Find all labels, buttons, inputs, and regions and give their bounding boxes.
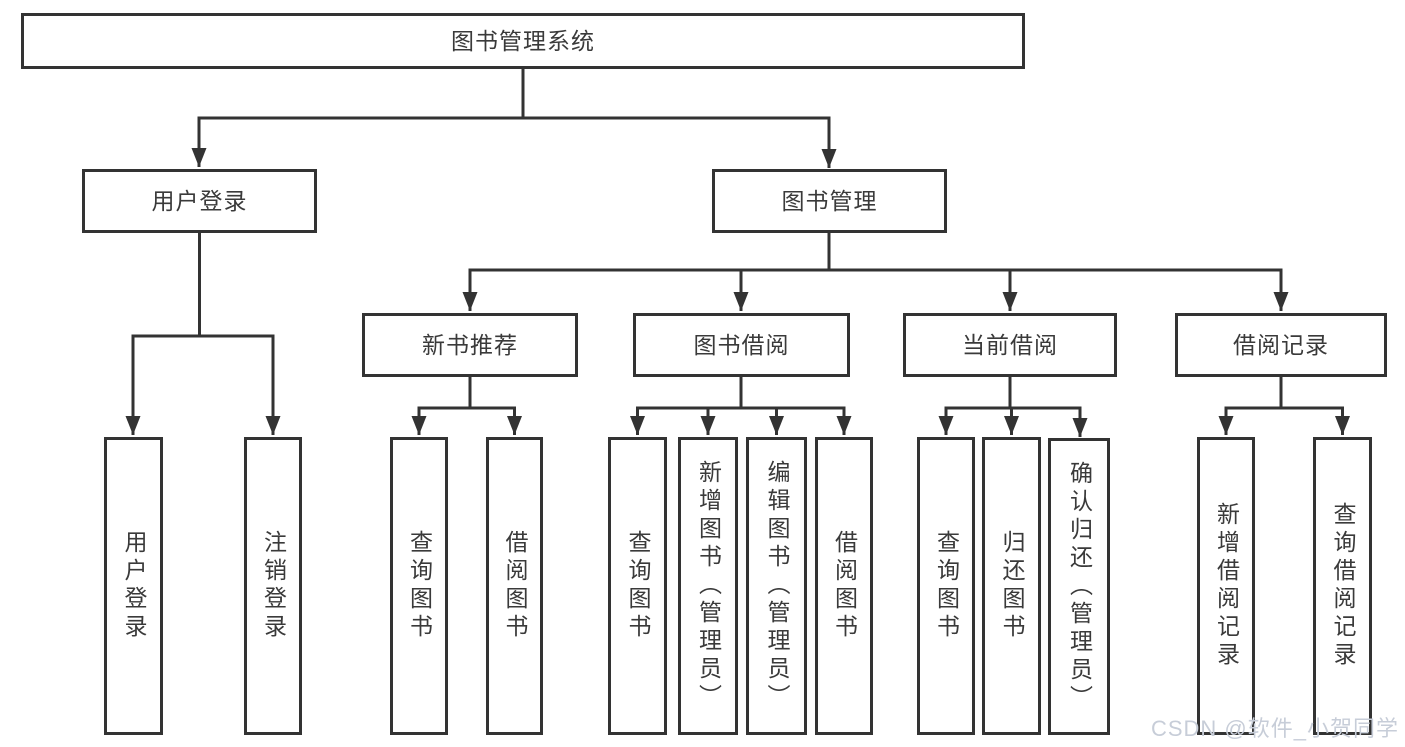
node-leaf-logout: 注销登录 xyxy=(244,437,302,735)
node-leaf-add-borrow-record: 新增借阅记录 xyxy=(1197,437,1255,735)
node-leaf-confirm-return-admin: 确认归还（管理员） xyxy=(1048,438,1110,735)
node-leaf-query-borrow-record: 查询借阅记录 xyxy=(1313,437,1372,735)
node-leaf-query-books-2: 查询图书 xyxy=(608,437,667,735)
node-book-borrowing: 图书借阅 xyxy=(633,313,850,377)
node-leaf-query-books-3: 查询图书 xyxy=(917,437,975,735)
node-leaf-return-books: 归还图书 xyxy=(982,437,1041,735)
node-borrowing-records: 借阅记录 xyxy=(1175,313,1387,377)
csdn-watermark: CSDN @软件_小贺同学 xyxy=(1150,716,1399,741)
node-book-management: 图书管理 xyxy=(712,169,947,233)
node-new-book-recommendation: 新书推荐 xyxy=(362,313,578,377)
node-leaf-user-login: 用户登录 xyxy=(104,437,163,735)
node-leaf-query-books-1: 查询图书 xyxy=(390,437,448,735)
node-leaf-borrow-books-2: 借阅图书 xyxy=(815,437,873,735)
node-current-borrowing: 当前借阅 xyxy=(903,313,1117,377)
node-library-management-system: 图书管理系统 xyxy=(21,13,1025,69)
node-leaf-edit-books-admin: 编辑图书（管理员） xyxy=(746,437,807,735)
node-user-login: 用户登录 xyxy=(82,169,317,233)
node-leaf-borrow-books-1: 借阅图书 xyxy=(486,437,543,735)
node-leaf-add-books-admin: 新增图书（管理员） xyxy=(678,437,738,735)
